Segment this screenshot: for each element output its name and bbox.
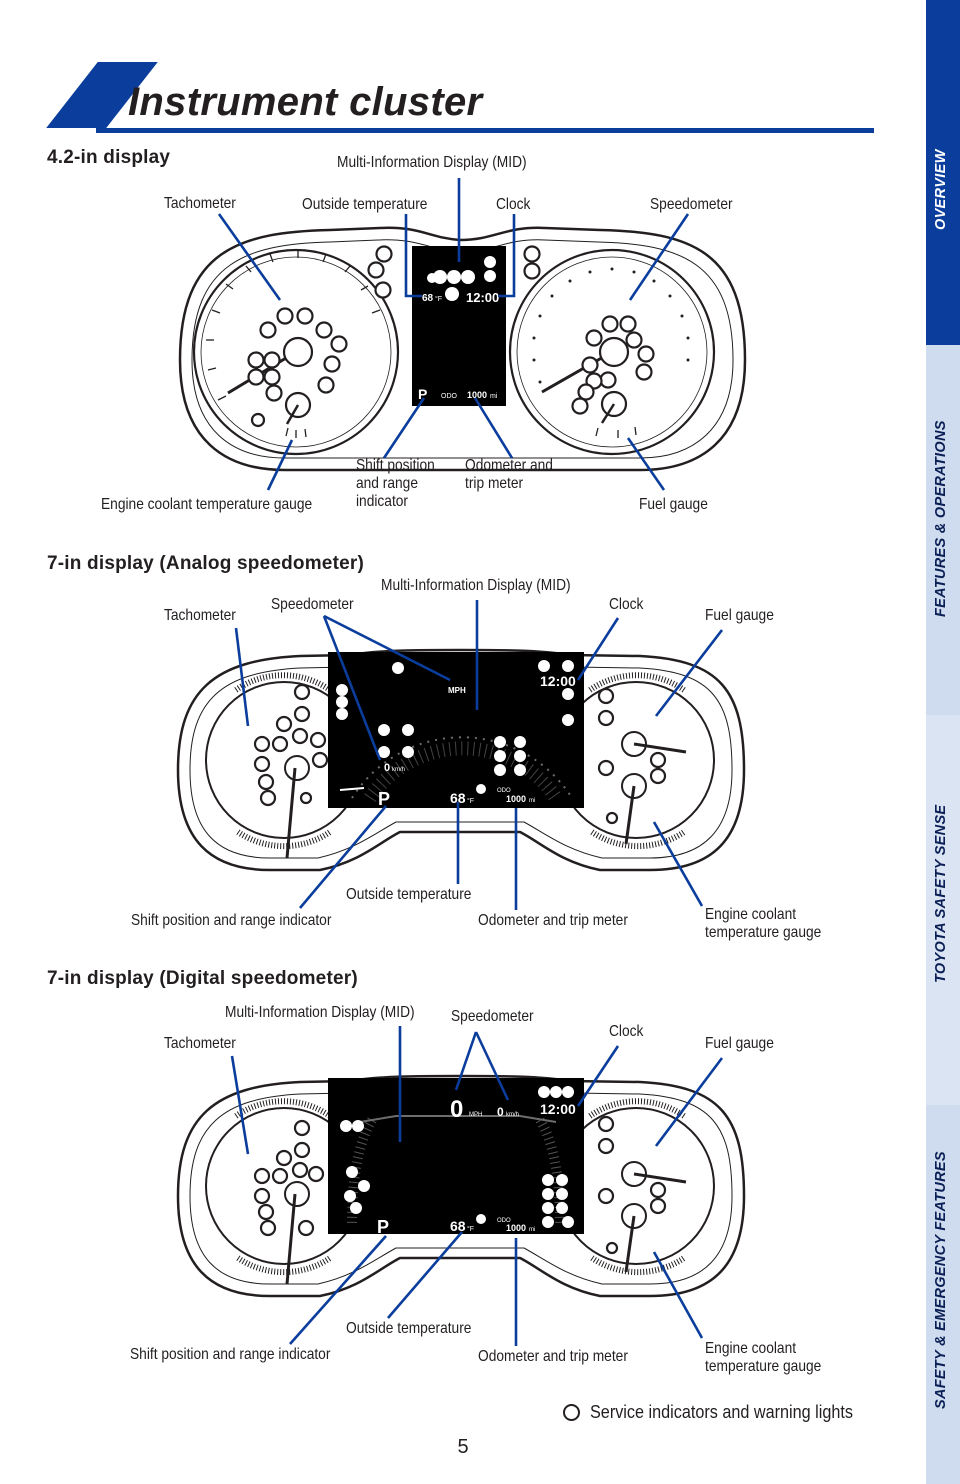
screen-shift-7in-digital: P (377, 1217, 389, 1237)
screen-speed-7in-digital: 0 (450, 1096, 463, 1123)
label-speedometer-7in-analog: Speedometer (271, 596, 354, 613)
label-clock-7in-analog: Clock (609, 596, 644, 613)
label-speedometer-4in: Speedometer (650, 196, 733, 213)
screen-lights-7in-digital (340, 1086, 574, 1228)
screen-odo-label-7in-analog: ODO (497, 788, 511, 794)
cluster-7in-analog: MPH 0 km/h 12:00 P 68 °F ODO 1000 mi (176, 600, 746, 910)
speedo-dots (532, 267, 690, 384)
label-tachometer-7in-analog: Tachometer (164, 607, 236, 624)
tab-tss-label: TOYOTA SAFETY SENSE (933, 804, 949, 983)
tab-safety-label: SAFETY & EMERGENCY FEATURES (933, 1151, 949, 1409)
screen-temp-unit-7in-digital: °F (467, 1225, 474, 1233)
screen-temp-unit-7in-analog: °F (467, 797, 474, 805)
tab-toyota-safety-sense[interactable]: TOYOTA SAFETY SENSE (926, 715, 960, 1105)
label-clock-4in: Clock (496, 196, 531, 213)
label-odometer-4in: Odometer and trip meter (465, 457, 553, 492)
screen-odo-value-4in: 1000 (467, 390, 487, 400)
header-rule (96, 128, 874, 133)
label-speedometer-7in-digital: Speedometer (451, 1008, 534, 1025)
label-outside-temp-4in: Outside temperature (302, 196, 428, 213)
screen-odo-unit-7in-analog: mi (529, 798, 535, 804)
label-coolant-7in-digital: Engine coolant temperature gauge (705, 1340, 822, 1375)
screen-shift-7in-analog: P (378, 789, 390, 809)
tab-overview[interactable]: OVERVIEW (926, 0, 960, 345)
screen-odo-value-7in-analog: 1000 (506, 794, 526, 804)
screen-mph-7in-digital: MPH (469, 1112, 482, 1118)
screen-lights-4in (427, 256, 496, 301)
screen-temp-7in-analog: 68 (450, 790, 466, 806)
screen-clock-7in-analog: 12:00 (540, 673, 576, 689)
label-mid-7in-analog: Multi-Information Display (MID) (381, 577, 571, 594)
label-fuel-4in: Fuel gauge (639, 496, 708, 513)
screen-temp-7in-digital: 68 (450, 1218, 466, 1234)
warning-light-legend-icon (563, 1404, 580, 1421)
screen-temp-4in: 68 (422, 293, 434, 304)
label-shift-7in-digital: Shift position and range indicator (130, 1346, 331, 1363)
label-tachometer-7in-digital: Tachometer (164, 1035, 236, 1052)
label-shift-4in: Shift position and range indicator (356, 457, 435, 510)
screen-clock-7in-digital: 12:00 (540, 1101, 576, 1117)
tab-safety-emergency[interactable]: SAFETY & EMERGENCY FEATURES (926, 1105, 960, 1484)
label-outside-temp-7in-analog: Outside temperature (346, 886, 472, 903)
warning-lights-4in (247, 245, 655, 428)
screen-odo-label-4in: ODO (441, 393, 458, 400)
warning-lights-7in-digital (253, 1115, 667, 1255)
callouts-7in-analog (234, 600, 724, 910)
warning-lights-7in-analog (253, 683, 667, 825)
label-clock-7in-digital: Clock (609, 1023, 644, 1040)
screen-speed-7in-analog: 0 (384, 762, 390, 774)
label-mid-4in: Multi-Information Display (MID) (337, 154, 527, 171)
screen-lights-7in-analog (336, 660, 574, 794)
label-mid-7in-digital: Multi-Information Display (MID) (225, 1004, 415, 1021)
tab-overview-label: OVERVIEW (933, 149, 949, 230)
cluster-illustrations: 68 °F 12:00 P ODO 1000 mi (176, 178, 747, 1346)
callouts-7in-digital (230, 1026, 724, 1346)
screen-speed2-unit-7in-digital: km/h (506, 1112, 519, 1118)
screen-odo-unit-4in: mi (490, 393, 498, 400)
label-outside-temp-7in-digital: Outside temperature (346, 1320, 472, 1337)
screen-mph-7in-analog: MPH (448, 686, 466, 695)
tab-features-label: FEATURES & OPERATIONS (933, 420, 949, 617)
screen-odo-unit-7in-digital: mi (529, 1227, 535, 1233)
page-title: Instrument cluster (128, 80, 483, 124)
legend-text: Service indicators and warning lights (590, 1402, 853, 1422)
label-odometer-7in-analog: Odometer and trip meter (478, 912, 628, 929)
label-fuel-7in-analog: Fuel gauge (705, 607, 774, 624)
screen-speed2-7in-digital: 0 (497, 1105, 504, 1119)
cluster-7in-digital: 0 MPH 0 km/h 12:00 P 68 °F ODO 1000 mi (176, 1026, 746, 1346)
section-title-4in: 4.2-in display (47, 147, 171, 168)
section-title-7in-analog: 7-in display (Analog speedometer) (47, 553, 364, 574)
tab-features-operations[interactable]: FEATURES & OPERATIONS (926, 345, 960, 715)
label-coolant-4in: Engine coolant temperature gauge (101, 496, 313, 513)
label-coolant-7in-analog: Engine coolant temperature gauge (705, 906, 822, 941)
screen-odo-value-7in-digital: 1000 (506, 1223, 526, 1233)
label-shift-7in-analog: Shift position and range indicator (131, 912, 332, 929)
callouts-4in (217, 178, 690, 491)
screen-shift-4in: P (418, 386, 427, 402)
label-tachometer-4in: Tachometer (164, 195, 236, 212)
label-fuel-7in-digital: Fuel gauge (705, 1035, 774, 1052)
section-title-7in-digital: 7-in display (Digital speedometer) (47, 968, 358, 989)
tach-ticks (206, 250, 381, 401)
label-odometer-7in-digital: Odometer and trip meter (478, 1348, 628, 1365)
screen-clock-4in: 12:00 (466, 290, 499, 305)
page-number: 5 (457, 1436, 469, 1458)
cluster-4in: 68 °F 12:00 P ODO 1000 mi (178, 178, 747, 491)
screen-temp-unit-4in: °F (435, 295, 442, 303)
screen-odo-label-7in-digital: ODO (497, 1218, 511, 1224)
screen-speed-unit-7in-analog: km/h (392, 767, 405, 773)
